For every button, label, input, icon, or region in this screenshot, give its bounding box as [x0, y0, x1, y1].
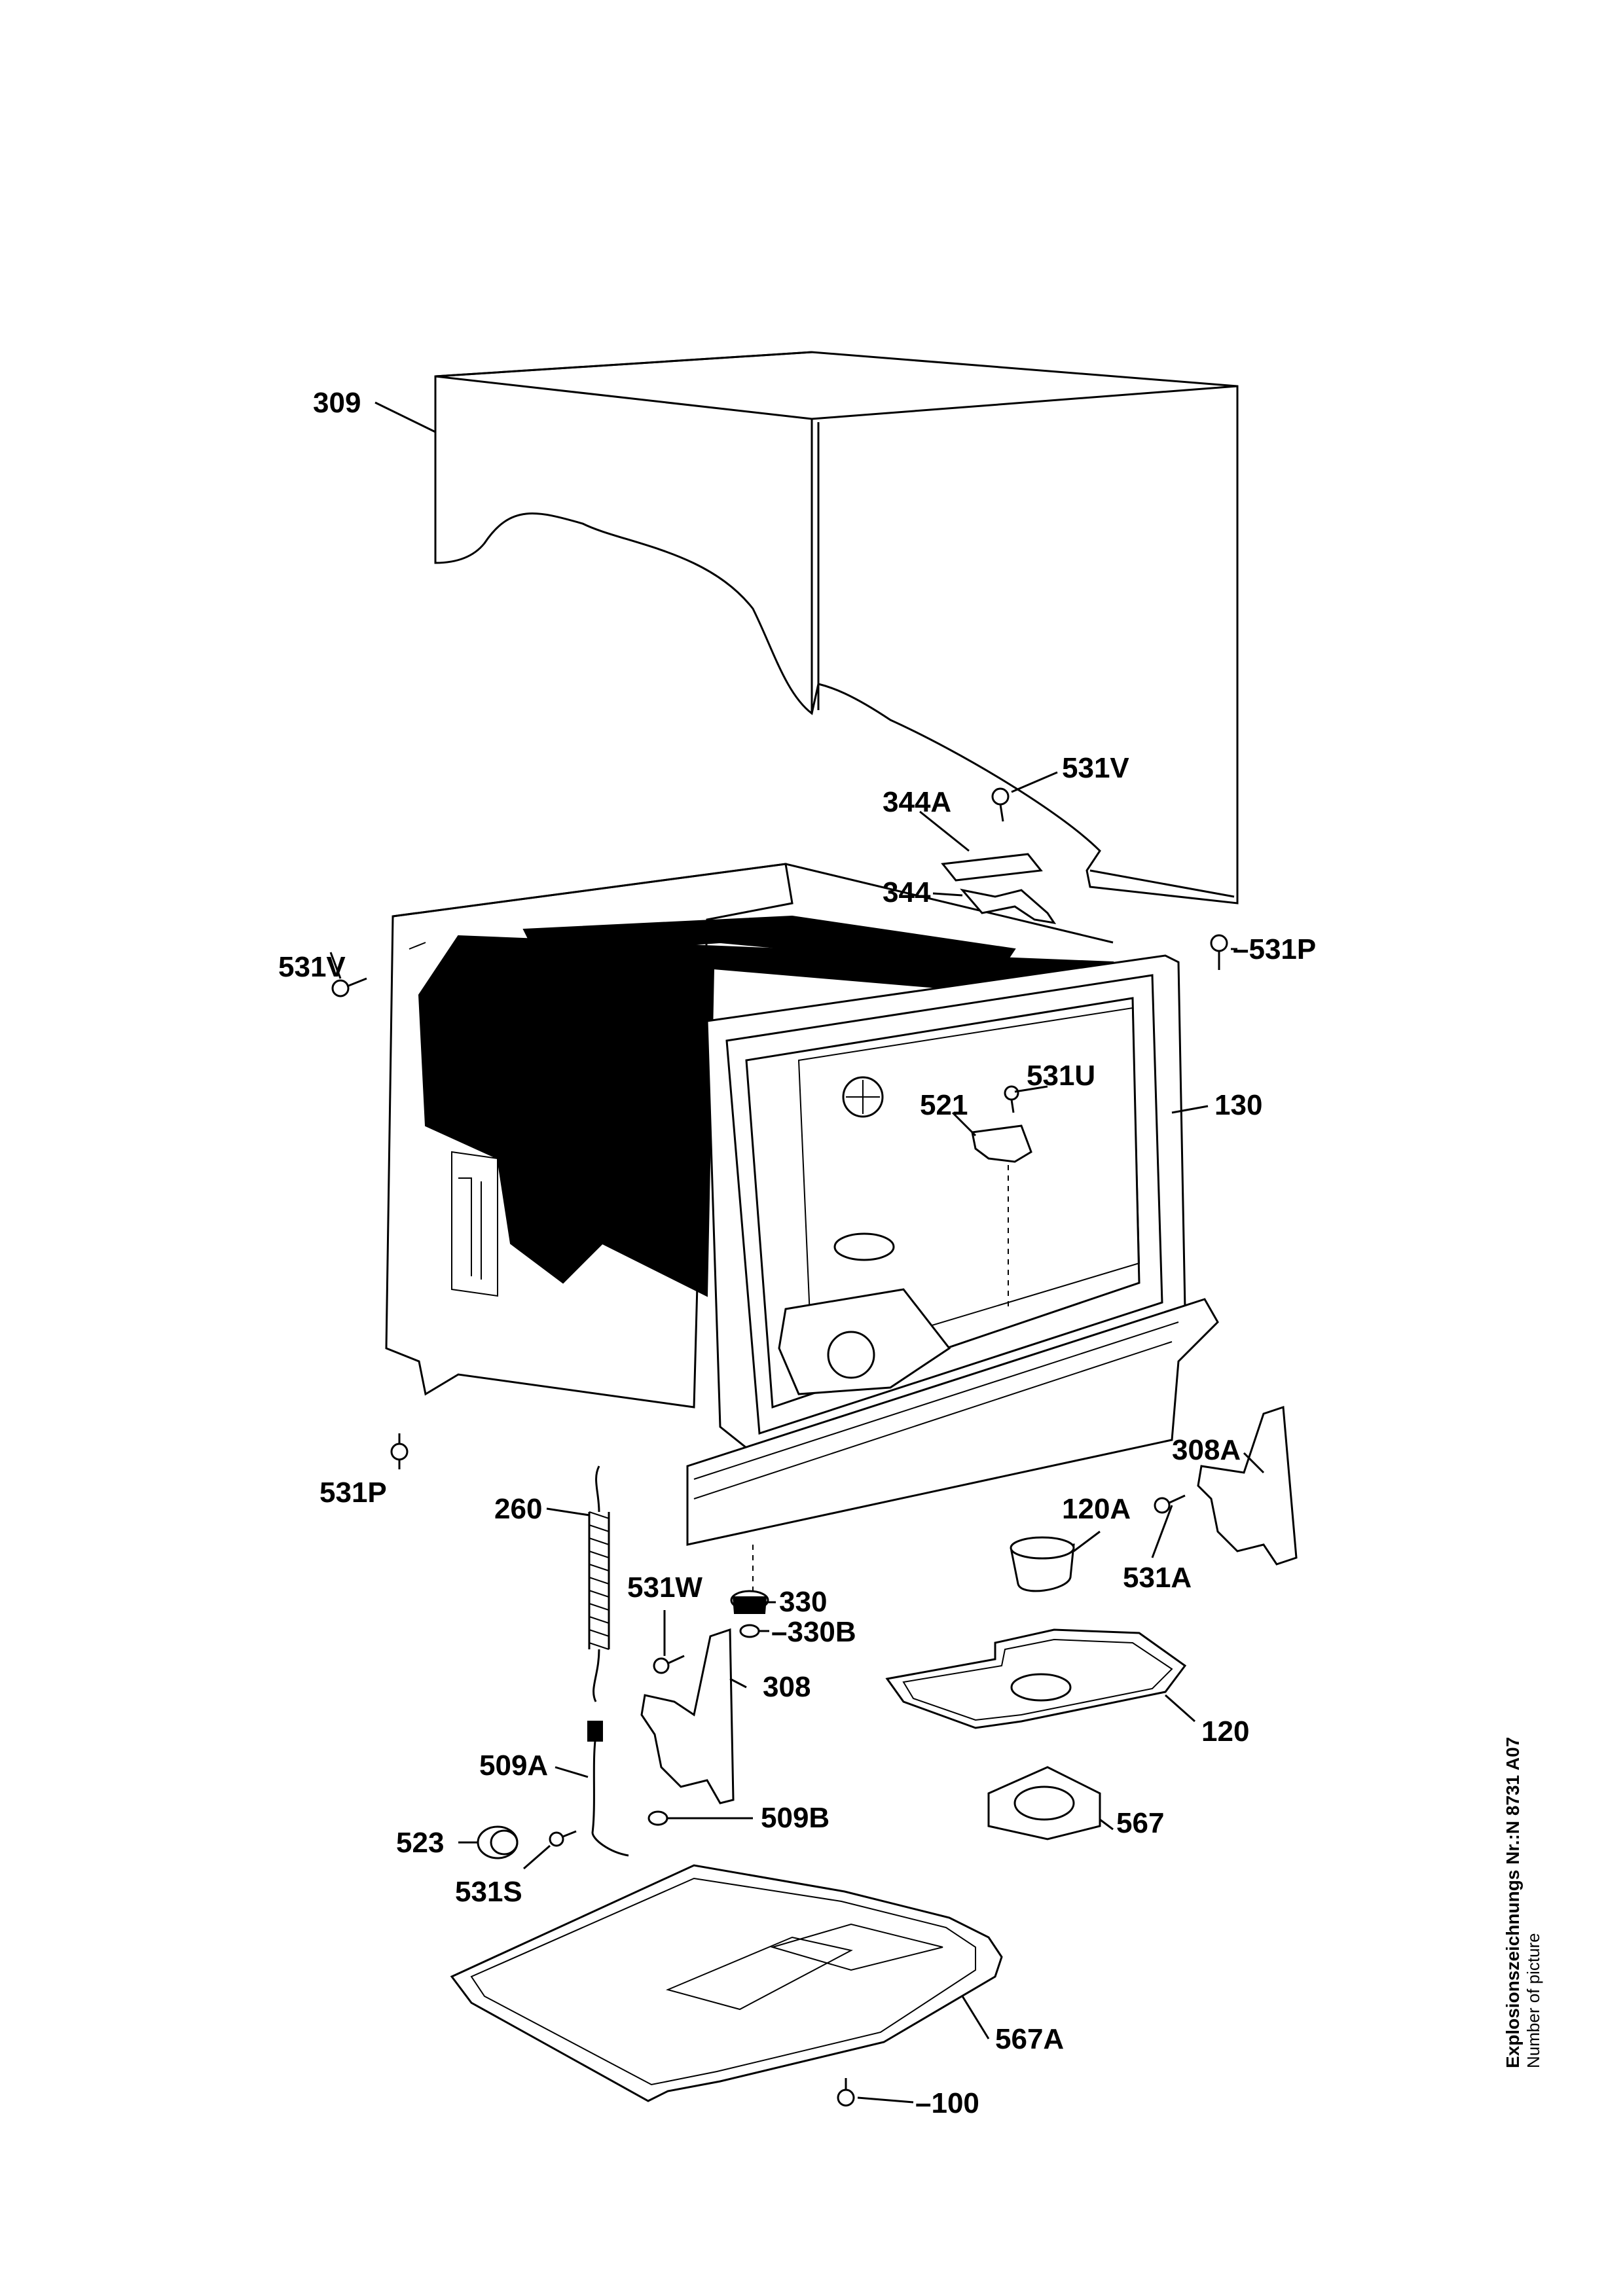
label-531P-right: –531P [1233, 933, 1316, 965]
part-120A-filter [1010, 1536, 1075, 1592]
part-509A-switch [587, 1721, 629, 1857]
label-531V-top: 531V [1062, 752, 1129, 784]
label-260: 260 [494, 1493, 542, 1525]
screw-100 [837, 2078, 855, 2107]
part-309-top-cover [434, 351, 1239, 905]
part-120-filter-plate [885, 1628, 1187, 1729]
part-567-filter-ring [987, 1766, 1101, 1840]
label-344: 344 [883, 876, 931, 908]
screw-531P-left [390, 1433, 409, 1461]
label-567A: 567A [995, 2023, 1064, 2055]
label-120A: 120A [1062, 1493, 1131, 1525]
label-308A: 308A [1172, 1434, 1241, 1466]
part-344-clip [960, 888, 1057, 925]
label-531P-left: 531P [319, 1477, 387, 1509]
screw-531V-top [991, 787, 1010, 822]
label-330: 330 [779, 1586, 827, 1618]
label-344A: 344A [883, 786, 951, 818]
part-308-hinge [640, 1628, 735, 1804]
label-130: 130 [1214, 1089, 1262, 1121]
screw-531P-right [1210, 934, 1228, 970]
picture-number-caption: Number of picture [1523, 1933, 1543, 2068]
label-509A: 509A [479, 1749, 548, 1782]
screw-531S [549, 1830, 577, 1847]
label-567: 567 [1116, 1807, 1164, 1839]
screw-531W [653, 1655, 685, 1674]
part-344A-bracket [941, 853, 1043, 882]
part-130-cabinet [385, 863, 1219, 1546]
label-521: 521 [920, 1089, 968, 1121]
label-531S: 531S [455, 1876, 522, 1908]
label-523: 523 [396, 1827, 444, 1859]
screw-531A [1154, 1494, 1186, 1514]
part-260-spring [588, 1465, 610, 1702]
label-531A: 531A [1123, 1562, 1192, 1594]
part-509B-clip [647, 1810, 668, 1826]
part-567A-base-tray [450, 1864, 1003, 2102]
part-330B-washer [739, 1624, 760, 1638]
label-509B: 509B [761, 1802, 830, 1834]
label-308: 308 [763, 1671, 811, 1703]
leader-lines [329, 401, 1265, 2104]
label-330B: –330B [771, 1616, 856, 1648]
drawing-number: Explosionszeichnungs Nr.:N 8731 A07 [1503, 1736, 1523, 2068]
label-120: 120 [1201, 1715, 1249, 1748]
screw-531U [1004, 1085, 1019, 1113]
label-100: –100 [915, 2087, 979, 2119]
part-521-knob [971, 1124, 1032, 1163]
part-523-button [477, 1825, 519, 1859]
label-531V-left: 531V [278, 951, 346, 983]
screw-531V-left [331, 977, 367, 997]
label-531U: 531U [1027, 1060, 1095, 1092]
label-309: 309 [313, 387, 361, 419]
part-330-nut [730, 1590, 769, 1614]
label-531W: 531W [627, 1571, 702, 1604]
part-308A-hinge [1197, 1405, 1298, 1566]
